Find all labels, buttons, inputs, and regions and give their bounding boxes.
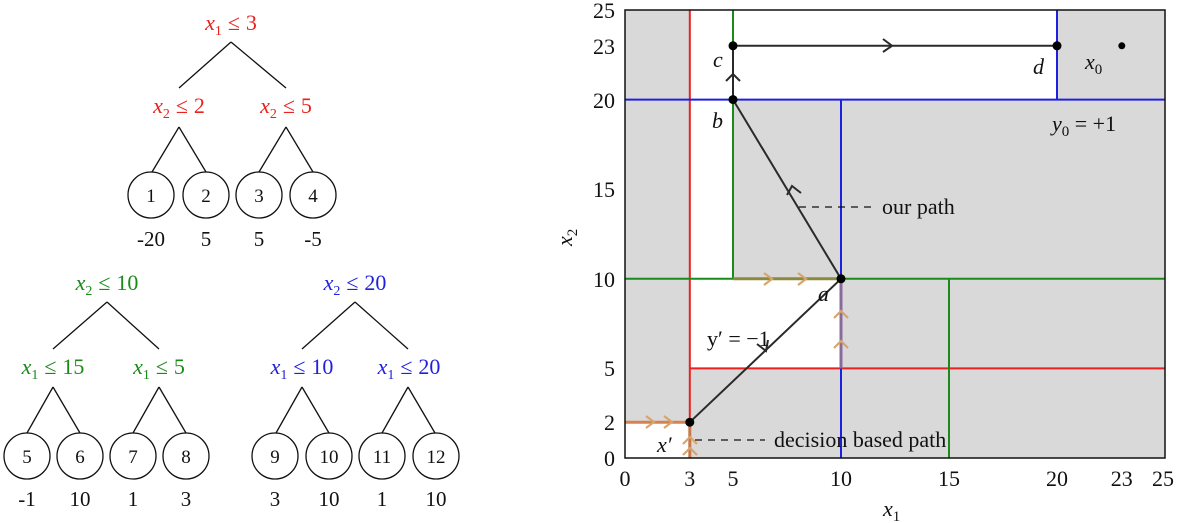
svg-text:1: 1 xyxy=(128,487,139,511)
svg-text:11: 11 xyxy=(373,447,391,468)
point-a xyxy=(836,274,846,284)
tree3-leaf: 10 10 xyxy=(305,432,353,511)
svg-text:12: 12 xyxy=(427,447,446,468)
svg-text:20: 20 xyxy=(1046,466,1068,491)
label-xprime: x′ xyxy=(656,432,673,457)
tree3-leaf: 111 xyxy=(358,432,406,511)
svg-text:4: 4 xyxy=(308,186,318,207)
svg-text:1: 1 xyxy=(377,487,388,511)
svg-text:5: 5 xyxy=(201,227,212,251)
feature-space-plot: c b d a x′ x0 our path decision based pa… xyxy=(552,0,1174,523)
tree3-right-label: x1≤20 xyxy=(377,354,441,383)
tree1-edge xyxy=(178,41,232,89)
tree3-leaf: 93 xyxy=(251,432,299,511)
our-path-label: our path xyxy=(882,194,955,219)
tree1-leaf: 4 -5 xyxy=(289,171,337,251)
svg-text:23: 23 xyxy=(1111,466,1133,491)
tree3-root-label: x2≤20 xyxy=(323,270,387,299)
label-d: d xyxy=(1033,54,1045,79)
point-b xyxy=(728,95,738,105)
decision-path-arrows xyxy=(645,272,849,456)
tree1-left-label: x2≤2 xyxy=(152,93,205,122)
svg-text:5: 5 xyxy=(254,227,265,251)
point-xprime xyxy=(685,417,695,427)
tree1-root-label: x1≤3 xyxy=(204,10,257,39)
y-tick-labels: 0 2 5 10 15 20 23 25 xyxy=(593,0,615,471)
point-d xyxy=(1052,41,1062,51)
x-axis-label: x1 xyxy=(882,496,900,523)
white-region xyxy=(689,278,841,369)
svg-text:3: 3 xyxy=(270,487,281,511)
svg-text:0: 0 xyxy=(620,466,631,491)
svg-text:8: 8 xyxy=(181,447,191,468)
tree2-root-label: x2≤10 xyxy=(75,270,139,299)
yprime-label: y′ = −1 xyxy=(707,326,770,351)
point-x0 xyxy=(1118,42,1126,50)
tree2-leaf: 6 10 xyxy=(56,432,104,511)
svg-text:7: 7 xyxy=(128,447,138,468)
svg-text:10: 10 xyxy=(320,447,339,468)
svg-text:3: 3 xyxy=(181,487,192,511)
tree1-edge xyxy=(230,41,287,89)
tree2-leaf: 5 -1 xyxy=(3,432,51,511)
svg-text:-20: -20 xyxy=(137,227,165,251)
svg-text:20: 20 xyxy=(593,88,615,113)
svg-text:10: 10 xyxy=(426,487,447,511)
tree3-left-label: x1≤10 xyxy=(270,354,334,383)
white-region xyxy=(733,10,1057,100)
svg-text:3: 3 xyxy=(684,466,695,491)
tree2-right-label: x1≤5 xyxy=(132,354,185,383)
svg-text:-5: -5 xyxy=(304,227,322,251)
svg-text:23: 23 xyxy=(593,34,615,59)
tree1-right-label: x2≤5 xyxy=(259,93,312,122)
svg-text:3: 3 xyxy=(254,186,264,207)
svg-text:25: 25 xyxy=(593,0,615,23)
svg-text:10: 10 xyxy=(70,487,91,511)
white-region xyxy=(689,10,733,279)
svg-text:15: 15 xyxy=(938,466,960,491)
svg-text:15: 15 xyxy=(593,177,615,202)
tree2-left-label: x1≤15 xyxy=(21,354,85,383)
svg-text:25: 25 xyxy=(1152,466,1174,491)
path-points xyxy=(685,41,1126,427)
svg-text:6: 6 xyxy=(75,447,85,468)
y0-label: y0 = +1 xyxy=(1050,111,1116,140)
svg-text:10: 10 xyxy=(830,466,852,491)
svg-text:10: 10 xyxy=(593,267,615,292)
label-c: c xyxy=(713,47,723,72)
tree3-leaf: 12 10 xyxy=(412,432,460,511)
tree2-leaf: 71 xyxy=(109,432,157,511)
decision-path-label: decision based path xyxy=(774,427,946,452)
tree2-leaf: 83 xyxy=(162,432,210,511)
x-tick-labels: 0 3 5 10 15 20 23 25 xyxy=(620,466,1175,491)
white-region xyxy=(625,422,690,458)
label-a: a xyxy=(818,281,829,306)
svg-text:-1: -1 xyxy=(18,487,36,511)
svg-text:5: 5 xyxy=(22,447,32,468)
point-c xyxy=(728,41,738,51)
svg-text:2: 2 xyxy=(201,186,211,207)
our-path-arrows xyxy=(725,38,894,353)
svg-text:0: 0 xyxy=(604,446,615,471)
svg-text:1: 1 xyxy=(146,186,156,207)
tree1-leaf: 35 xyxy=(235,171,283,251)
svg-text:10: 10 xyxy=(319,487,340,511)
tree-1: x1≤3 x2≤2 x2≤5 1-20 25 35 4-5 xyxy=(127,10,337,251)
label-x0: x0 xyxy=(1084,49,1102,78)
tree1-leaf: 1 -20 xyxy=(127,171,175,251)
svg-text:2: 2 xyxy=(604,410,615,435)
svg-text:9: 9 xyxy=(270,447,280,468)
tree-2: x2≤10 x1≤15 x1≤5 5-1 610 71 83 xyxy=(3,270,210,511)
label-b: b xyxy=(712,108,723,133)
plot-frame xyxy=(624,9,1166,459)
tree1-leaf: 25 xyxy=(182,171,230,251)
svg-text:5: 5 xyxy=(728,466,739,491)
svg-text:5: 5 xyxy=(604,356,615,381)
y-axis-label: x2 xyxy=(552,229,581,247)
